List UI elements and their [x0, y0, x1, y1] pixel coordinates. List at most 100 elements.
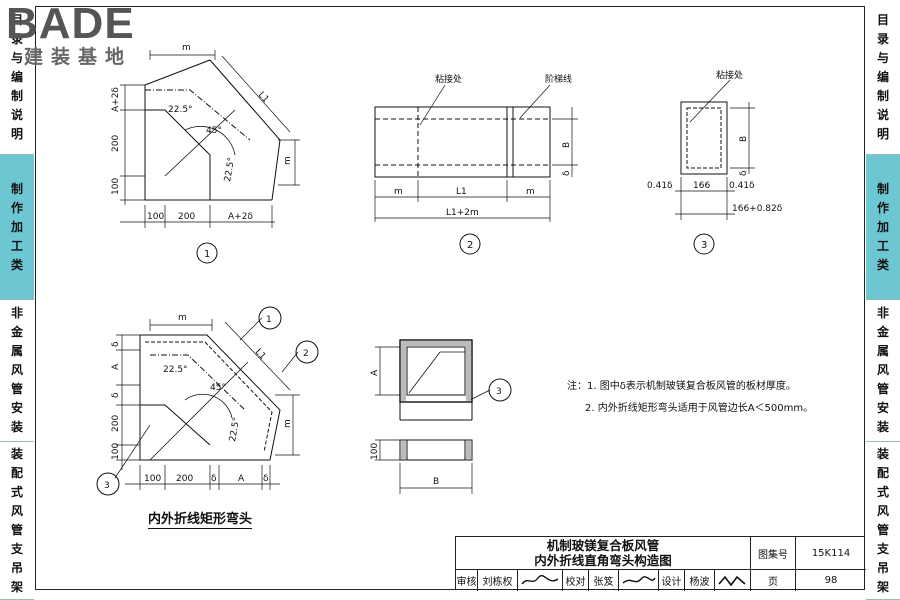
logo: BADE 建装基地 [6, 2, 135, 69]
fig4-angle-45: 45° [210, 383, 226, 393]
review-label: 审核 [456, 570, 478, 591]
fig1-angle-45: 45° [206, 126, 222, 136]
check-signature [619, 570, 659, 591]
figure-2-number-circle [459, 233, 481, 255]
fig1-angle-a: 22.5° [168, 105, 193, 115]
fig5-left-100: 100 [370, 443, 380, 460]
fig3-label-glue: 粘接处 [716, 69, 743, 81]
tab-label: 装配式风管支吊架 [10, 446, 23, 594]
check-label: 校对 [563, 570, 589, 591]
tab-label: 非金属风管安装 [10, 306, 23, 434]
fig2-bot-m1: m [394, 187, 403, 197]
fig1-bot-200: 200 [178, 212, 195, 222]
fig1-bot-A: A+2δ [228, 212, 253, 222]
design-signature [715, 570, 751, 591]
fig4-left-delta1: δ [111, 341, 121, 347]
right-tab-catalog[interactable]: 目录与编制说明 [866, 0, 900, 155]
fig1-angle-b: 22.5° [223, 157, 237, 183]
figure-caption: 内外折线矩形弯头 [148, 508, 253, 529]
fig4-angle-a: 22.5° [163, 365, 188, 375]
fig4-left-100: 100 [111, 443, 121, 460]
page-label: 页 [751, 570, 796, 591]
logo-text: BADE [6, 0, 135, 48]
fig2-right-delta: δ [562, 170, 572, 176]
drawing-frame [35, 6, 865, 590]
page-value: 98 [824, 575, 838, 586]
signature-mark [622, 575, 656, 584]
figure-2-panel [374, 84, 578, 255]
tab-label: 非金属风管安装 [876, 306, 889, 434]
title-line-1: 机制玻镁复合板风管 [546, 538, 660, 553]
tab-label: 目录与编制说明 [10, 12, 23, 141]
fig5-bot-B: B [433, 477, 439, 487]
fig4-bot-delta2: δ [263, 474, 269, 484]
atlas-value: 15K114 [796, 537, 866, 570]
fig3-total: 166+0.82δ [732, 204, 783, 214]
atlas-label: 图集号 [751, 537, 796, 570]
fig4-right-m: m [283, 419, 293, 428]
fig3-right-delta: δ [739, 170, 749, 176]
fig1-left-100: 100 [111, 178, 121, 195]
fig5-callout-3: 3 [496, 387, 502, 397]
fig3-right-B: B [739, 136, 749, 142]
tab-label: 制作加工类 [876, 181, 889, 272]
left-tab-fabrication[interactable]: 制作加工类 [0, 155, 34, 300]
figure-1-elbow [120, 50, 300, 264]
fig2-bot-m2: m [526, 187, 535, 197]
title-line-2: 内外折线直角弯头构造图 [534, 553, 672, 568]
fig1-bot-100: 100 [147, 212, 164, 222]
fig4-bot-A: A [238, 474, 245, 484]
fig3-number: 3 [701, 240, 707, 251]
figure-5-wall-hatch [401, 341, 471, 459]
figure-3-section [675, 79, 755, 255]
fig4-angle-b: 22.5° [228, 417, 242, 443]
fig4-callout-1: 1 [266, 315, 272, 325]
fig1-dim-L1: L1 [256, 90, 271, 105]
fig2-bot-L1: L1 [456, 187, 467, 197]
tab-label: 目录与编制说明 [876, 12, 889, 141]
fig1-left-A: A+2δ [111, 87, 121, 112]
figure-5-section [375, 339, 512, 494]
title-block: 机制玻镁复合板风管 内外折线直角弯头构造图 图集号 15K114 审核 刘栋权 … [455, 536, 866, 591]
tab-label: 装配式风管支吊架 [876, 446, 889, 594]
right-tab-nonmetal[interactable]: 非金属风管安装 [866, 300, 900, 442]
left-tab-nonmetal[interactable]: 非金属风管安装 [0, 300, 34, 442]
fig4-callout-2: 2 [303, 349, 309, 359]
fig4-bot-delta1: δ [211, 474, 217, 484]
fig3-bot-right: 0.41δ [729, 181, 755, 191]
fig1-dim-m: m [182, 43, 191, 53]
figure-3-number-circle [693, 233, 715, 255]
fig2-right-B: B [562, 142, 572, 148]
right-tab-support[interactable]: 装配式风管支吊架 [866, 442, 900, 600]
fig1-number: 1 [204, 249, 210, 260]
notes: 注：1. 图中δ表示机制玻镁复合板风管的板材厚度。 2. 内外折线矩形弯头适用于… [567, 376, 813, 420]
title-block-title: 机制玻镁复合板风管 内外折线直角弯头构造图 [456, 537, 751, 570]
fig2-label-glue: 粘接处 [435, 73, 462, 85]
right-sidebar: 目录与编制说明 制作加工类 非金属风管安装 装配式风管支吊架 [866, 0, 900, 600]
fig1-left-200: 200 [111, 135, 121, 152]
figure-1-number-circle [196, 242, 218, 264]
fig2-label-step: 阶梯线 [545, 73, 572, 85]
fig4-left-delta2: δ [111, 392, 121, 398]
review-signature [518, 570, 563, 591]
review-name: 刘栋权 [478, 570, 518, 591]
signature-mark [521, 574, 559, 584]
design-label: 设计 [659, 570, 685, 591]
fig4-left-A: A [111, 363, 121, 370]
fig4-callout-3: 3 [104, 481, 110, 491]
left-tab-catalog[interactable]: 目录与编制说明 [0, 0, 34, 155]
fig4-bot-200: 200 [176, 474, 193, 484]
fig4-dim-L1: L1 [253, 347, 268, 362]
fig4-left-200: 200 [111, 415, 121, 432]
figure-4-elbow [96, 306, 319, 496]
fig1-right-m: m [283, 156, 293, 165]
fig2-total: L1+2m [446, 208, 479, 218]
right-tab-fabrication[interactable]: 制作加工类 [866, 155, 900, 300]
fig3-bot-mid: 166 [693, 181, 710, 191]
logo-subtext: 建装基地 [24, 47, 133, 68]
fig3-bot-left: 0.41δ [647, 181, 673, 191]
check-name: 张笈 [589, 570, 619, 591]
tab-label: 制作加工类 [10, 181, 23, 272]
design-name: 杨波 [685, 570, 715, 591]
